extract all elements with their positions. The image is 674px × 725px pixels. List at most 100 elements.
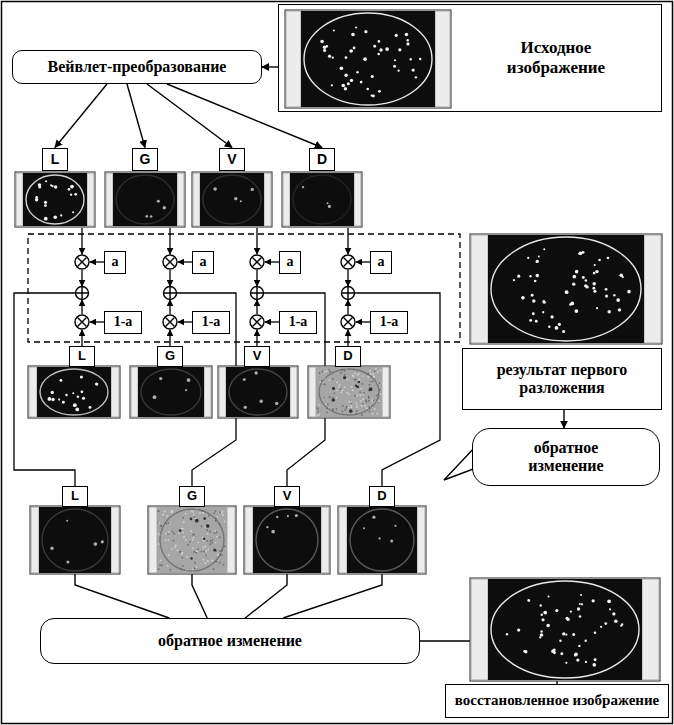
noise-dot [222,510,224,512]
colony-dot [371,94,373,96]
colony-dot [51,398,54,401]
noise-dot [348,394,350,396]
colony-dot [377,53,380,56]
noise-dot [211,542,213,544]
noise-dot [359,391,361,393]
noise-dot [194,516,196,518]
noise-dot [318,414,320,416]
result-box: восстановленное изображение [445,684,669,718]
multiplier-cross [344,258,353,267]
colony-dot [393,65,396,68]
dish-outline [491,237,641,341]
band-label: L [62,486,88,507]
colony-dot [271,530,275,534]
colony-dot [390,540,393,543]
noise-dot [221,512,223,514]
multiplier-symbol [163,315,177,329]
noise-dot [356,404,358,406]
colony-dot [203,517,206,520]
noise-dot [189,541,191,543]
thumbnail-bar [417,507,425,573]
noise-dot [317,415,319,417]
box-text: восстановленное изображение [455,692,660,709]
colony-dot [575,309,579,313]
noise-dot [203,559,205,561]
coefficient-arrow [356,261,370,262]
noise-dot [205,555,207,557]
noise-dot [356,395,358,397]
image-thumbnail [244,506,330,574]
multiplier-ring [341,255,355,269]
noise-dot [194,562,196,564]
colony-dot [535,274,539,278]
coefficient-arrow [178,321,192,322]
noise-dot [329,379,331,381]
thumbnail-ground [37,367,111,417]
noise-dot [217,554,219,556]
colony-dot [275,402,278,405]
noise-dot [332,397,334,399]
colony-dot [581,603,583,605]
thumbnail-frame [244,506,330,574]
colony-dot [555,326,559,330]
colony-dot [555,609,558,612]
colony-dot [406,39,408,41]
noise-dot [327,404,329,406]
multiplier-ring [163,315,177,329]
band-label: D [335,346,361,367]
noise-dot [357,374,359,376]
noise-dot [370,381,372,383]
thumbnail-frame [282,172,362,227]
box-text: V [283,489,292,504]
noise-dot [373,376,375,378]
dish-outline [160,509,224,571]
thumbnail-ground [488,235,644,343]
image-thumbnail [192,172,272,227]
colony-dot [586,285,589,288]
colony-dot [607,257,610,260]
noise-dot [158,568,160,570]
noise-dot [369,370,371,372]
colony-dot [574,653,577,656]
colony-dot [595,270,598,273]
colony-dot [206,524,210,528]
colony-dot [73,403,77,407]
image-panel: Исходное изображение [278,4,662,112]
noise-dot [219,562,221,564]
coefficient-box: a [192,251,214,274]
colony-dot [51,185,53,187]
noise-dot [324,371,326,373]
colony-dot [45,180,47,182]
noise-dot [171,510,173,512]
signal-arrow [81,330,82,347]
noise-dot [193,514,195,516]
colony-dot [295,514,298,517]
thumbnail-ground [157,507,227,573]
noise-dot [209,543,211,545]
colony-dot [565,662,567,664]
noise-dot [214,532,216,534]
colony-dot [594,264,596,266]
noise-dot [376,395,378,397]
colony-dot [546,624,550,628]
noise-dot [361,405,363,407]
box-text: a [200,254,207,270]
noise-dot [350,404,352,406]
noise-dot [174,547,176,549]
noise-dot [166,515,168,517]
thumbnail-bar [106,173,113,226]
noise-dot [205,555,207,557]
noise-dot [160,560,162,562]
colony-dot [534,280,537,283]
coefficient-arrow [90,261,104,262]
colony-dot [535,320,538,323]
coefficient-arrow [178,261,192,262]
colony-dot [379,48,382,51]
colony-dot [195,519,199,523]
noise-dot [360,395,362,397]
noise-dot [323,397,325,399]
colony-dot [576,658,579,661]
noise-dot [165,533,167,535]
colony-dot [53,215,57,219]
colony-dot [157,200,160,203]
